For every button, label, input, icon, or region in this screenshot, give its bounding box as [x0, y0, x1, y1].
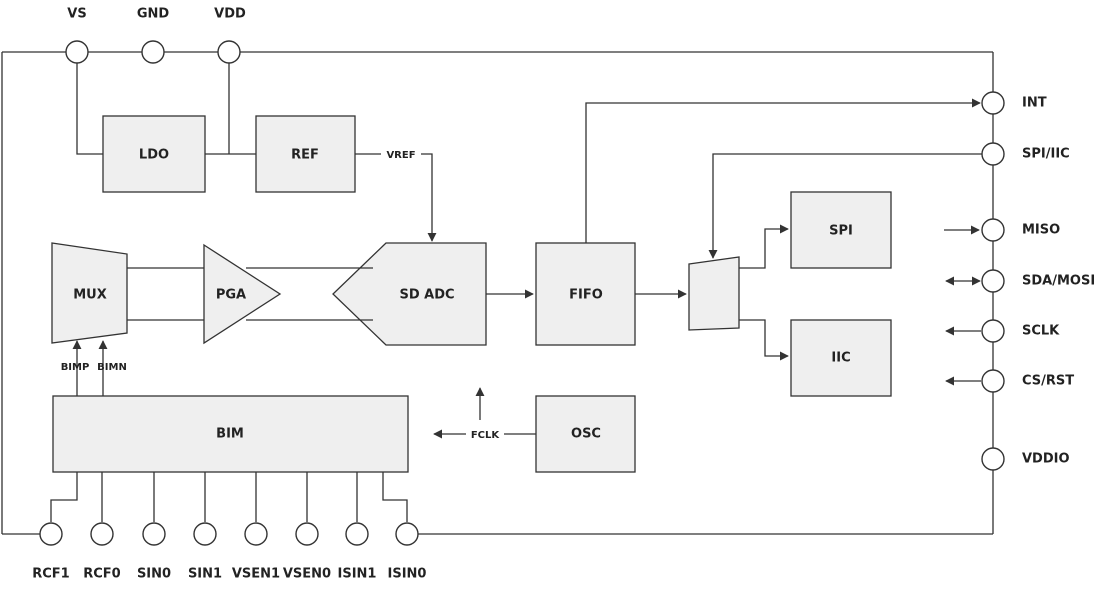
osc-block	[535, 395, 636, 473]
pin-label-vs: VS	[67, 7, 86, 22]
pin-label-vsen1: VSEN1	[232, 567, 280, 582]
fclk-label-bg	[466, 427, 504, 441]
pin-int	[981, 91, 1005, 115]
pin-label-sclk: SCLK	[1022, 324, 1060, 339]
pin-sin0	[142, 522, 166, 546]
bimn-label: BIMN	[97, 362, 127, 373]
mux-block	[51, 242, 128, 344]
pin-label-miso: MISO	[1022, 223, 1060, 238]
iic-label: IIC	[831, 351, 850, 366]
pin-label-isin0: ISIN0	[388, 567, 427, 582]
ref-block	[255, 115, 356, 193]
vref-label: VREF	[386, 150, 415, 161]
pin-cs-rst	[981, 369, 1005, 393]
pin-label-vsen0: VSEN0	[283, 567, 331, 582]
io-arrows	[944, 225, 981, 386]
iic-block	[790, 319, 892, 397]
spi-block	[790, 191, 892, 269]
pin-gnd	[141, 40, 165, 64]
pin-label-int: INT	[1022, 96, 1047, 111]
pin-vsen1	[244, 522, 268, 546]
power-wiring	[76, 63, 437, 242]
pin-label-cs-rst: CS/RST	[1022, 374, 1074, 389]
pin-label-spi-iic: SPI/IIC	[1022, 147, 1070, 162]
mux-label: MUX	[73, 288, 107, 303]
pin-sda-mosi	[981, 269, 1005, 293]
pin-vdd	[217, 40, 241, 64]
ldo-block	[102, 115, 206, 193]
vref-label-bg	[381, 147, 421, 161]
pin-isin0	[395, 522, 419, 546]
pin-label-sin0: SIN0	[137, 567, 171, 582]
bottom-pins: RCF1 RCF0 SIN0 SIN1 VSEN1 VSEN0 ISIN1 IS…	[32, 522, 427, 582]
pin-miso	[981, 218, 1005, 242]
right-pins: INT SPI/IIC MISO SDA/MOSI SCLK CS/RST VD…	[981, 91, 1095, 471]
pin-sin1	[193, 522, 217, 546]
pin-rcf0	[90, 522, 114, 546]
pin-label-gnd: GND	[137, 7, 170, 22]
osc-label: OSC	[571, 427, 601, 442]
pin-label-rcf1: RCF1	[32, 567, 69, 582]
pin-sclk	[981, 319, 1005, 343]
pin-label-isin1: ISIN1	[338, 567, 377, 582]
fifo-block	[535, 242, 636, 346]
bim-label: BIM	[216, 427, 244, 442]
output-mux-block	[688, 256, 740, 331]
pin-isin1	[345, 522, 369, 546]
bim-block	[52, 395, 409, 473]
pin-label-sda-mosi: SDA/MOSI	[1022, 274, 1095, 289]
pin-vs	[65, 40, 89, 64]
pin-label-rcf0: RCF0	[83, 567, 120, 582]
spi-label: SPI	[829, 224, 853, 239]
bimp-label: BIMP	[61, 362, 90, 373]
sdadc-label: SD ADC	[399, 288, 454, 303]
ldo-label: LDO	[139, 148, 169, 163]
pin-vsen0	[295, 522, 319, 546]
pin-vddio	[981, 447, 1005, 471]
pga-block	[203, 243, 282, 345]
bottom-pin-wiring	[50, 472, 408, 522]
pin-label-vddio: VDDIO	[1022, 452, 1070, 467]
pin-label-sin1: SIN1	[188, 567, 222, 582]
ref-label: REF	[291, 148, 319, 163]
pin-spi-iic	[981, 142, 1005, 166]
pga-label: PGA	[216, 288, 246, 303]
pin-rcf1	[39, 522, 63, 546]
fclk-label: FCLK	[471, 430, 501, 441]
pin-label-vdd: VDD	[214, 7, 246, 22]
fifo-label: FIFO	[569, 288, 603, 303]
top-pins: VS GND VDD	[65, 7, 246, 64]
